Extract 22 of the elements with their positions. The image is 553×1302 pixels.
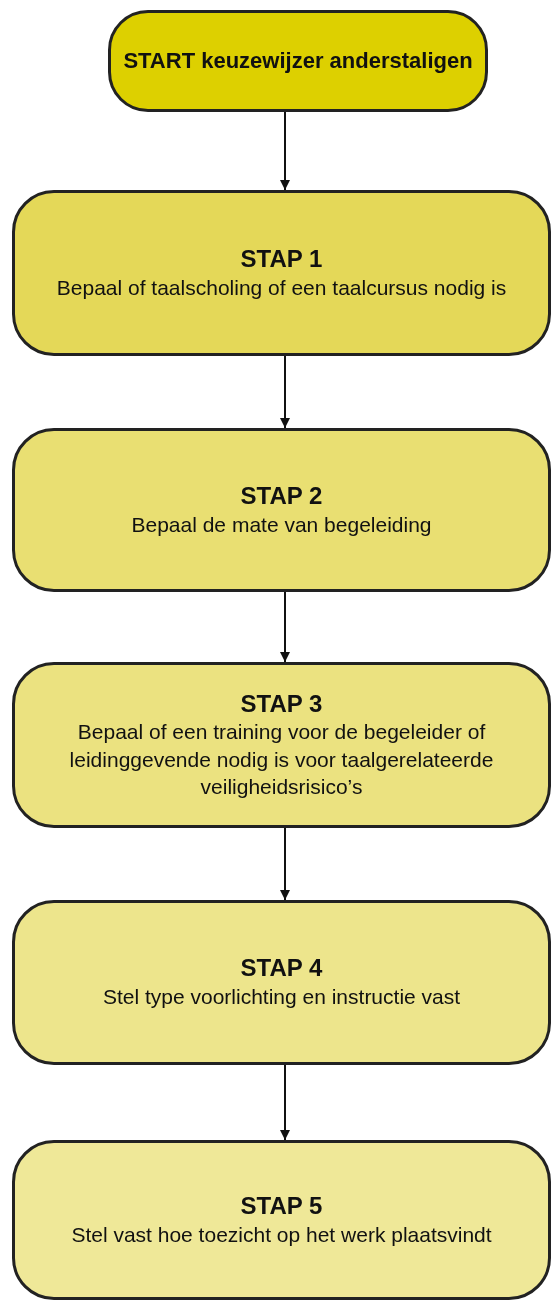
step-box <box>12 190 551 356</box>
step-title: STAP 5 <box>240 1191 323 1221</box>
step-box <box>12 900 551 1065</box>
step-description: Stel vast hoe toezicht op het werk plaatsvindt <box>70 1221 493 1248</box>
step-title: STAP 3 <box>240 689 323 719</box>
step-title: STAP 2 <box>240 481 323 511</box>
step-box <box>12 662 551 828</box>
arrow <box>280 355 290 429</box>
step-box <box>12 428 551 592</box>
step-title: STAP 4 <box>240 954 323 984</box>
step-title: STAP 1 <box>240 244 323 274</box>
step-box <box>12 1140 551 1300</box>
arrow <box>280 1064 290 1141</box>
start-label: START keuzewijzer anderstaligen <box>123 47 473 75</box>
arrow <box>280 591 290 663</box>
start-box <box>108 10 488 112</box>
step-description: Stel type voorlichting en instructie vast <box>101 984 462 1011</box>
arrow <box>280 111 290 191</box>
step-description: Bepaal of een training voor de begeleider of leidinggevende nodig is voor taalgerelateerde veiligheidsrisico’s <box>68 719 495 801</box>
step-description: Bepaal de mate van begeleiding <box>130 511 433 538</box>
step-description: Bepaal of taalscholing of een taalcursus nodig is <box>55 274 508 301</box>
arrow <box>280 827 290 901</box>
